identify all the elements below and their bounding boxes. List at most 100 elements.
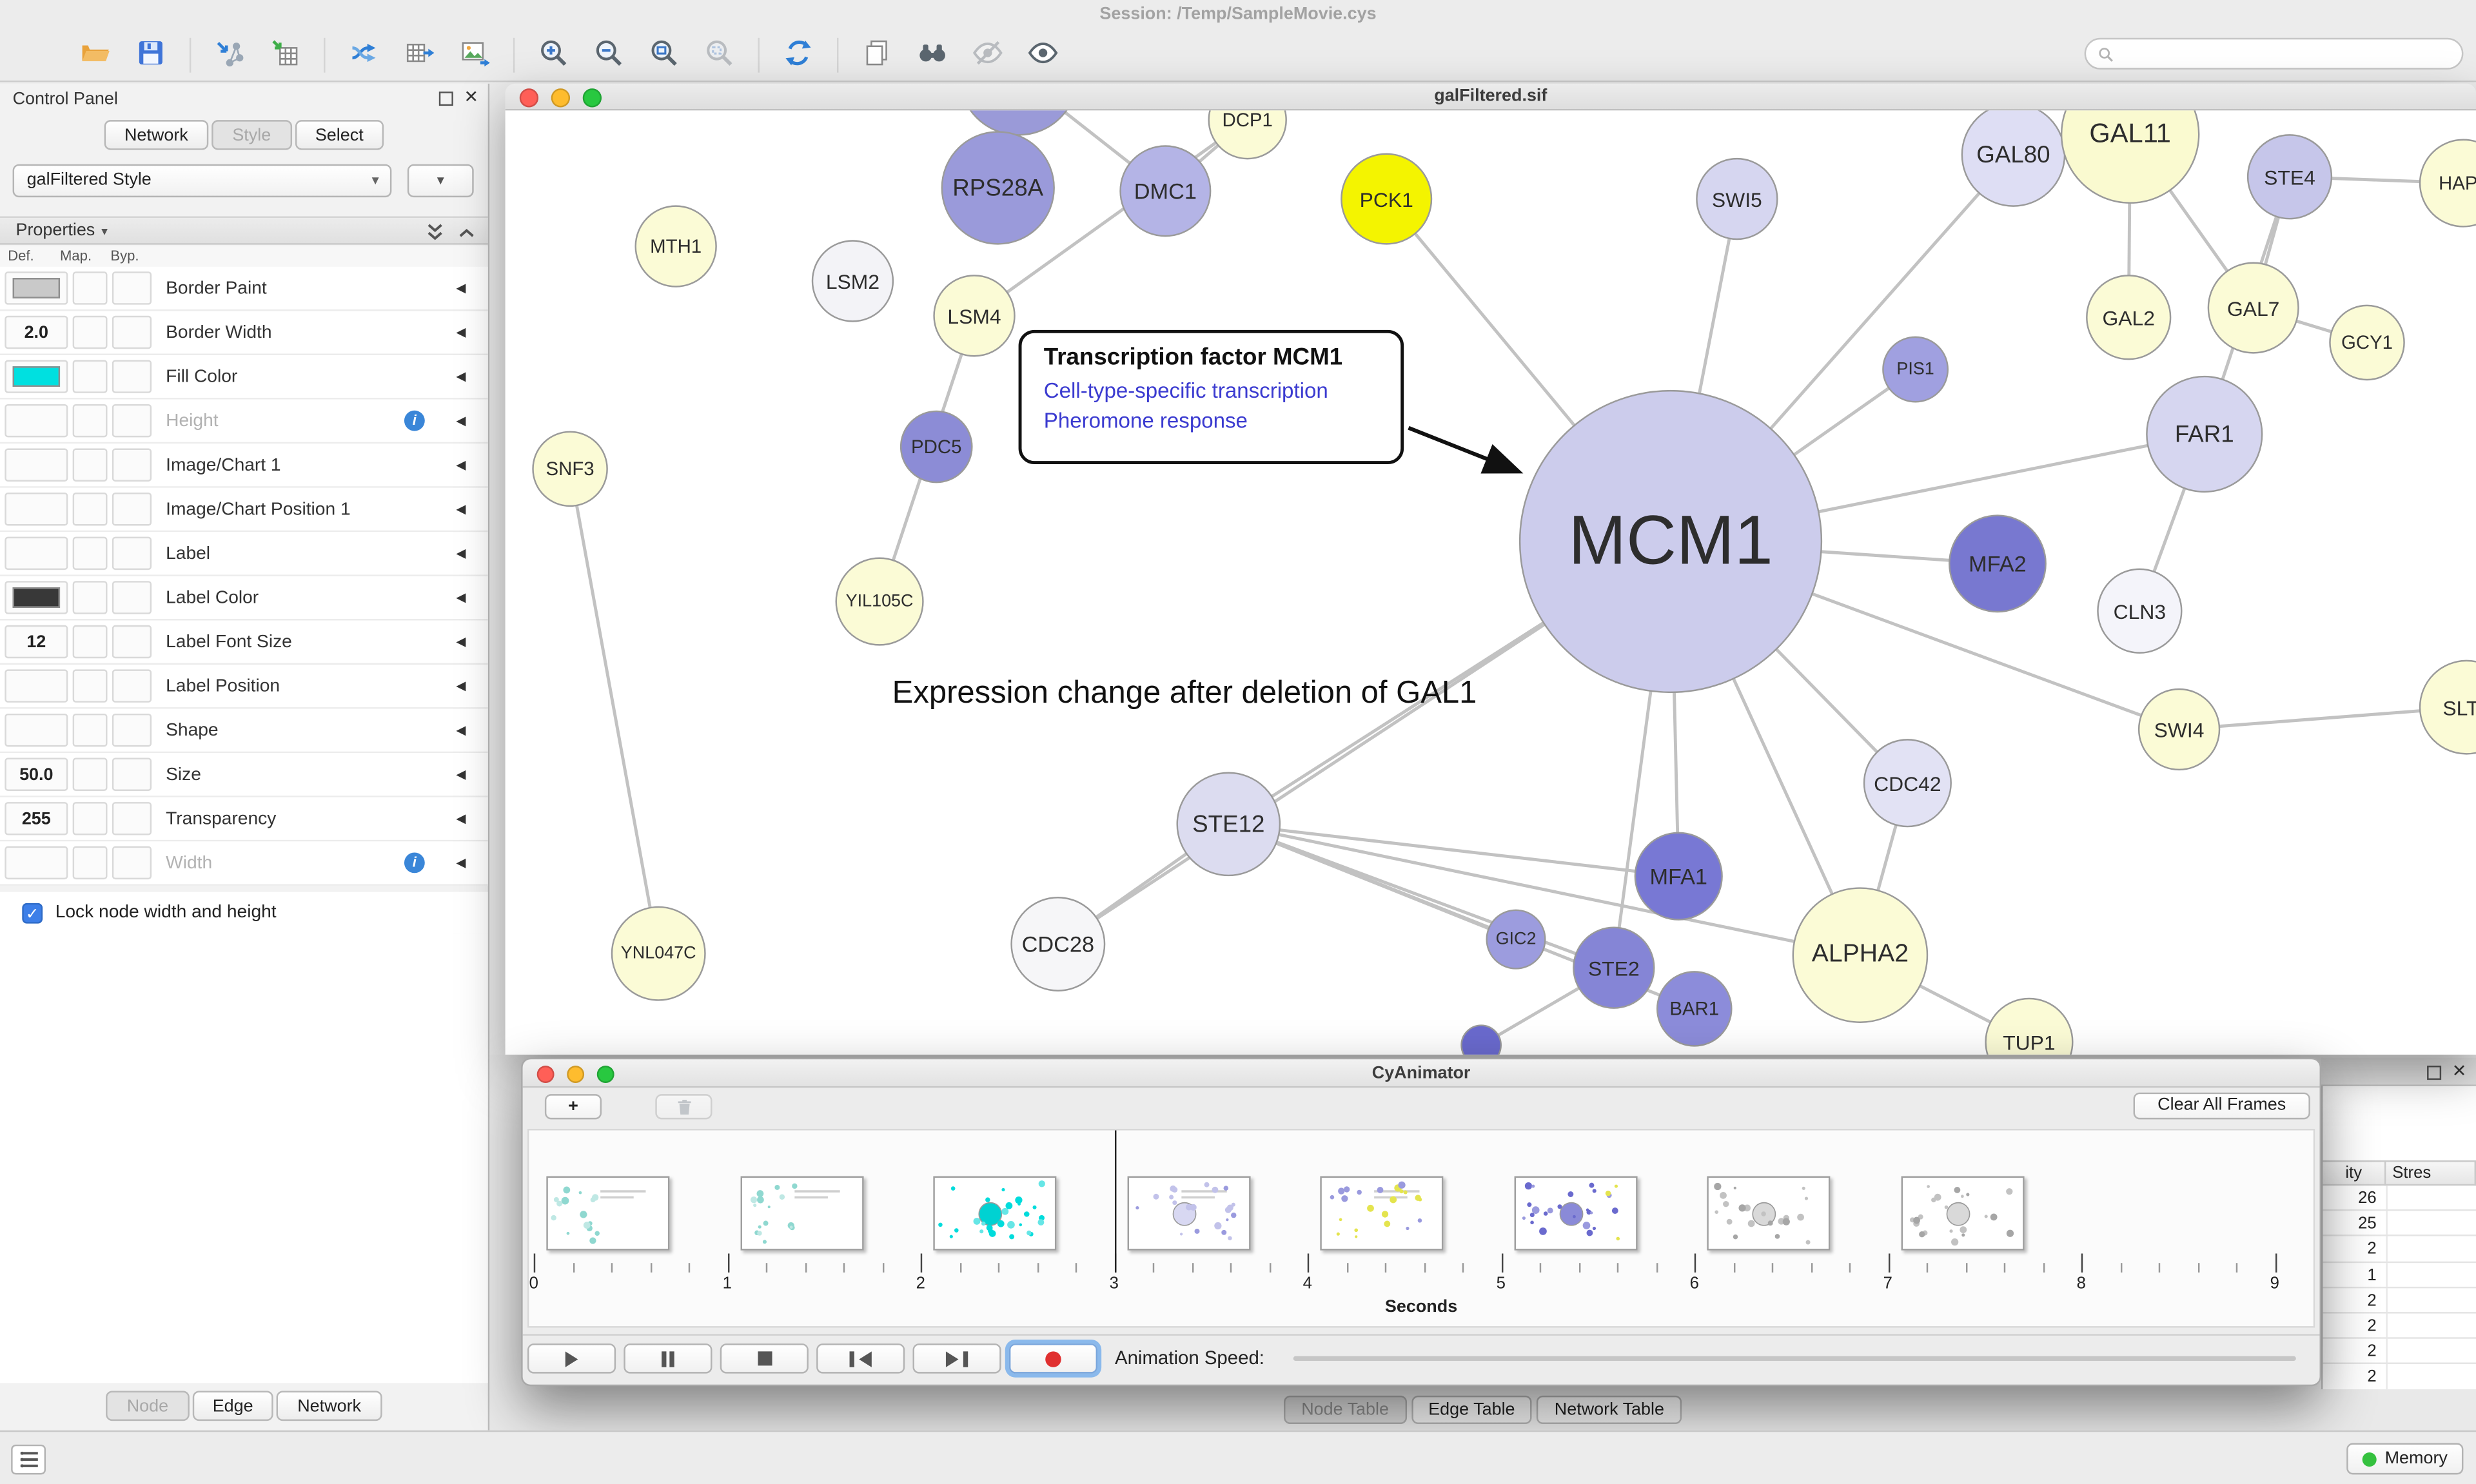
- graph-node-ste2[interactable]: STE2: [1573, 926, 1655, 1009]
- table-row[interactable]: 25: [2323, 1211, 2476, 1237]
- network-canvas[interactable]: RPS28BRPS28ADMC1DCP1PCK1MTH1LSM2LSM4SNF3…: [505, 110, 2476, 1055]
- annotation-link[interactable]: Pheromone response: [1043, 409, 1248, 433]
- tab-network[interactable]: Network: [104, 120, 209, 150]
- zoom-out-button[interactable]: [586, 32, 631, 77]
- cyanimator-titlebar[interactable]: CyAnimator: [522, 1059, 2320, 1088]
- graph-node-yil105c[interactable]: YIL105C: [835, 557, 924, 646]
- save-session-button[interactable]: [128, 32, 172, 77]
- bypass-value-cell[interactable]: [112, 536, 152, 571]
- graph-node-pis1[interactable]: PIS1: [1882, 336, 1949, 403]
- bypass-value-cell[interactable]: [112, 448, 152, 482]
- bypass-value-cell[interactable]: [112, 713, 152, 747]
- table-column-header[interactable]: Stres: [2386, 1160, 2476, 1186]
- zoom-selected-button[interactable]: [696, 32, 741, 77]
- table-row[interactable]: 2: [2323, 1364, 2476, 1390]
- frame-thumbnail-4[interactable]: [1320, 1176, 1444, 1251]
- default-value-cell[interactable]: [5, 669, 68, 714]
- graph-node-ste12[interactable]: STE12: [1176, 772, 1281, 877]
- bypass-value-cell[interactable]: [112, 802, 152, 835]
- mapping-value-cell[interactable]: [72, 713, 108, 747]
- default-value-cell[interactable]: [5, 713, 68, 759]
- graph-node-gcy1[interactable]: GCY1: [2329, 304, 2405, 381]
- close-panel-icon[interactable]: ✕: [464, 88, 479, 108]
- close-panel-icon[interactable]: ✕: [2451, 1062, 2467, 1082]
- graph-node-pck1[interactable]: PCK1: [1341, 153, 1433, 245]
- bypass-value-cell[interactable]: [112, 625, 152, 659]
- hide-details-button[interactable]: [965, 32, 1009, 77]
- add-frame-button[interactable]: +: [544, 1094, 602, 1120]
- network-snapshot-button[interactable]: [854, 32, 899, 77]
- property-row-border-paint[interactable]: Border Paint◀: [0, 266, 488, 311]
- style-tab-node[interactable]: Node: [106, 1391, 189, 1421]
- edge-slt2-swi4[interactable]: [2179, 705, 2467, 731]
- table-tab-network-table[interactable]: Network Table: [1537, 1395, 1682, 1424]
- graph-node-swi4[interactable]: SWI4: [2137, 688, 2221, 771]
- show-details-button[interactable]: [1020, 32, 1065, 77]
- default-value-cell[interactable]: 12: [5, 625, 68, 659]
- expand-row-icon[interactable]: ◀: [456, 458, 466, 473]
- timeline-playhead[interactable]: [1114, 1130, 1117, 1273]
- frame-thumbnail-2[interactable]: [933, 1176, 1057, 1251]
- bypass-value-cell[interactable]: [112, 493, 152, 526]
- style-select-dropdown[interactable]: galFiltered Style ▾: [12, 164, 392, 198]
- table-tab-edge-table[interactable]: Edge Table: [1411, 1395, 1533, 1424]
- mapping-value-cell[interactable]: [72, 625, 108, 659]
- graph-node-snf3[interactable]: SNF3: [532, 431, 608, 507]
- bypass-value-cell[interactable]: [112, 669, 152, 703]
- expand-row-icon[interactable]: ◀: [456, 590, 466, 605]
- default-value-cell[interactable]: [5, 536, 68, 571]
- property-row-fill-color[interactable]: Fill Color◀: [0, 355, 488, 400]
- bypass-value-cell[interactable]: [112, 360, 152, 393]
- stop-button[interactable]: [720, 1343, 809, 1374]
- mapping-value-cell[interactable]: [72, 757, 108, 791]
- expand-all-icon[interactable]: [426, 222, 444, 241]
- table-tab-node-table[interactable]: Node Table: [1284, 1395, 1406, 1424]
- style-options-button[interactable]: ▾: [407, 164, 474, 198]
- graph-node-lsm4[interactable]: LSM4: [933, 275, 1016, 357]
- expand-row-icon[interactable]: ◀: [456, 546, 466, 561]
- edge-snf3-ynl047c[interactable]: [568, 468, 660, 954]
- minimize-window-icon[interactable]: [551, 88, 571, 108]
- bypass-value-cell[interactable]: [112, 271, 152, 305]
- frame-thumbnail-1[interactable]: [740, 1176, 863, 1251]
- expand-row-icon[interactable]: ◀: [456, 855, 466, 870]
- info-icon[interactable]: i: [404, 852, 425, 874]
- graph-node-mth1[interactable]: MTH1: [634, 205, 717, 288]
- mapping-value-cell[interactable]: [72, 536, 113, 580]
- frame-thumbnail-5[interactable]: [1513, 1176, 1637, 1251]
- pause-button[interactable]: [624, 1343, 712, 1374]
- property-row-image-chart-position-1[interactable]: Image/Chart Position 1◀: [0, 487, 488, 537]
- table-row[interactable]: 2: [2323, 1313, 2476, 1340]
- next-frame-button[interactable]: [912, 1343, 1001, 1374]
- graph-node-gal80[interactable]: GAL80: [1961, 110, 2066, 207]
- mapping-value-cell[interactable]: [72, 581, 108, 614]
- zoom-window-icon[interactable]: [582, 88, 602, 108]
- mcm1-annotation-box[interactable]: Transcription factor MCM1 Cell-type-spec…: [1018, 329, 1404, 465]
- import-table-button[interactable]: [262, 32, 307, 77]
- frame-thumbnail-3[interactable]: [1126, 1176, 1250, 1251]
- expand-row-icon[interactable]: ◀: [456, 634, 466, 649]
- graph-node-gal7[interactable]: GAL7: [2207, 262, 2299, 354]
- graph-node-swi5[interactable]: SWI5: [1696, 157, 1778, 240]
- lock-size-checkbox[interactable]: ✓: [22, 902, 43, 923]
- expand-row-icon[interactable]: ◀: [456, 767, 466, 782]
- collapse-all-icon[interactable]: [458, 222, 475, 241]
- edge-ste12-mfa1[interactable]: [1228, 822, 1679, 878]
- default-value-cell[interactable]: [5, 846, 68, 880]
- expand-row-icon[interactable]: ◀: [456, 325, 466, 340]
- close-window-icon[interactable]: [536, 1064, 555, 1082]
- style-tab-edge[interactable]: Edge: [192, 1391, 274, 1421]
- bypass-value-cell[interactable]: [112, 315, 152, 349]
- mapping-value-cell[interactable]: [72, 315, 108, 349]
- table-row[interactable]: 2: [2323, 1236, 2476, 1263]
- property-row-shape[interactable]: Shape◀: [0, 708, 488, 759]
- table-row[interactable]: 26: [2323, 1186, 2476, 1211]
- expand-row-icon[interactable]: ◀: [456, 811, 466, 826]
- default-value-cell[interactable]: [5, 448, 68, 482]
- graph-node-cln3[interactable]: CLN3: [2097, 568, 2183, 654]
- clear-all-frames-button[interactable]: Clear All Frames: [2133, 1092, 2310, 1120]
- mapping-value-cell[interactable]: [72, 360, 108, 393]
